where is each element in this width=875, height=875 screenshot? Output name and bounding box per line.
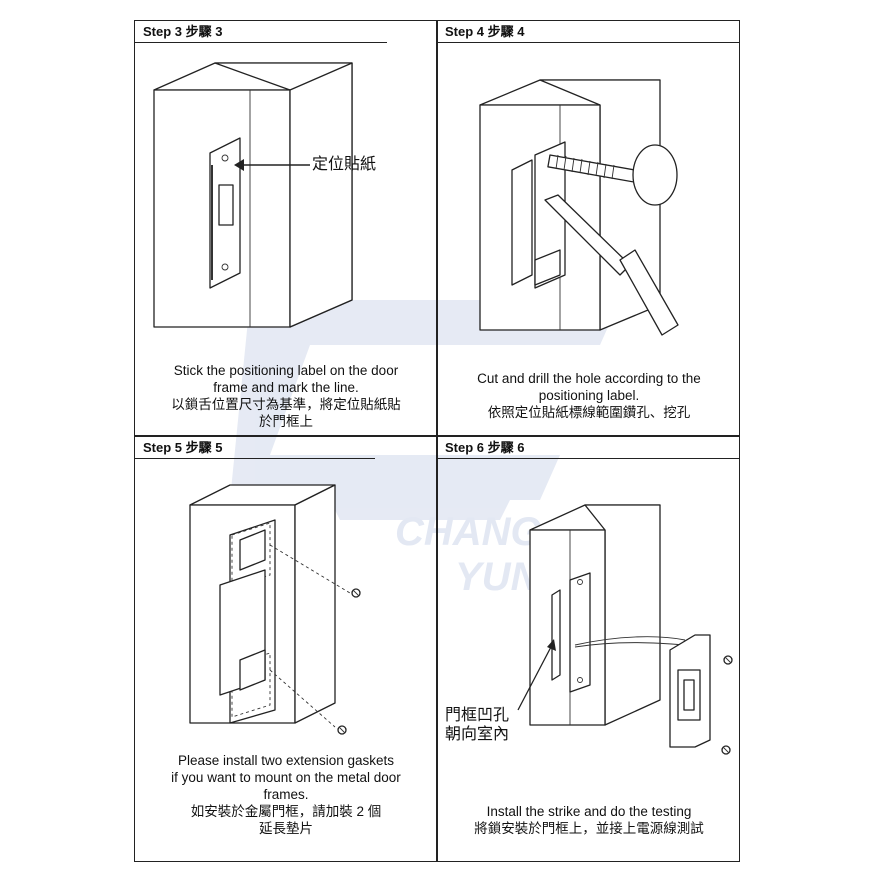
step5-caption-line-3: frames. bbox=[263, 787, 309, 802]
step4-header: Step 4 步驟 4 bbox=[437, 21, 740, 43]
step4-caption-line-2: positioning label. bbox=[538, 388, 640, 403]
step6-caption: Install the strike and do the testing 將鎖… bbox=[440, 803, 738, 837]
step6-illustration bbox=[517, 504, 733, 755]
screw-icon-bottom bbox=[337, 725, 347, 735]
screw-icon-right-top bbox=[723, 655, 733, 665]
grid-divider-vertical bbox=[436, 21, 438, 861]
screw-icon-top bbox=[351, 588, 361, 598]
step3-caption-line-4: 於門框上 bbox=[259, 414, 313, 429]
step3-illustration bbox=[153, 62, 353, 328]
step3-caption-line-1: Stick the positioning label on the door bbox=[173, 363, 399, 378]
step3-callout-label: 定位貼紙 bbox=[312, 156, 377, 173]
saw-icon bbox=[544, 194, 679, 336]
step3-caption: Stick the positioning label on the door … bbox=[137, 362, 435, 430]
step4-caption-line-3: 依照定位貼紙標線範圍鑽孔、挖孔 bbox=[487, 405, 691, 420]
step5-header: Step 5 步驟 5 bbox=[135, 437, 375, 459]
step6-callout: 門框凹孔 朝向室內 bbox=[445, 706, 509, 744]
step4-caption: Cut and drill the hole according to the … bbox=[440, 370, 738, 421]
electric-strike-icon bbox=[669, 634, 711, 748]
step6-caption-line-1: Install the strike and do the testing bbox=[486, 804, 692, 819]
step5-caption-line-4: 如安裝於金屬門框，請加裝 2 個 bbox=[190, 804, 382, 819]
step5-caption-line-2: if you want to mount on the metal door bbox=[171, 770, 401, 785]
step5-illustration bbox=[189, 484, 361, 735]
step6-callout-line-2: 朝向室內 bbox=[445, 726, 510, 743]
step3-caption-line-2: frame and mark the line. bbox=[213, 380, 359, 395]
step5-caption-line-1: Please install two extension gaskets bbox=[177, 753, 395, 768]
step5-caption: Please install two extension gaskets if … bbox=[137, 752, 435, 837]
step3-header: Step 3 步驟 3 bbox=[135, 21, 387, 43]
step3-caption-line-3: 以鎖舌位置尺寸為基準，將定位貼紙貼 bbox=[171, 397, 401, 412]
step4-illustration bbox=[479, 79, 679, 336]
step6-caption-line-2: 將鎖安裝於門框上，並接上電源線測試 bbox=[474, 821, 704, 836]
step4-caption-line-1: Cut and drill the hole according to the bbox=[477, 371, 701, 386]
screw-icon-right-bottom bbox=[721, 745, 731, 755]
step6-header: Step 6 步驟 6 bbox=[437, 437, 740, 459]
step5-caption-line-5: 延長墊片 bbox=[259, 821, 313, 836]
step6-callout-line-1: 門框凹孔 bbox=[445, 707, 510, 724]
grid-divider-horizontal bbox=[135, 435, 739, 437]
instruction-grid: Step 3 步驟 3 Step 4 步驟 4 Step 5 步驟 5 Step… bbox=[134, 20, 740, 862]
drill-bit-icon bbox=[547, 144, 678, 206]
